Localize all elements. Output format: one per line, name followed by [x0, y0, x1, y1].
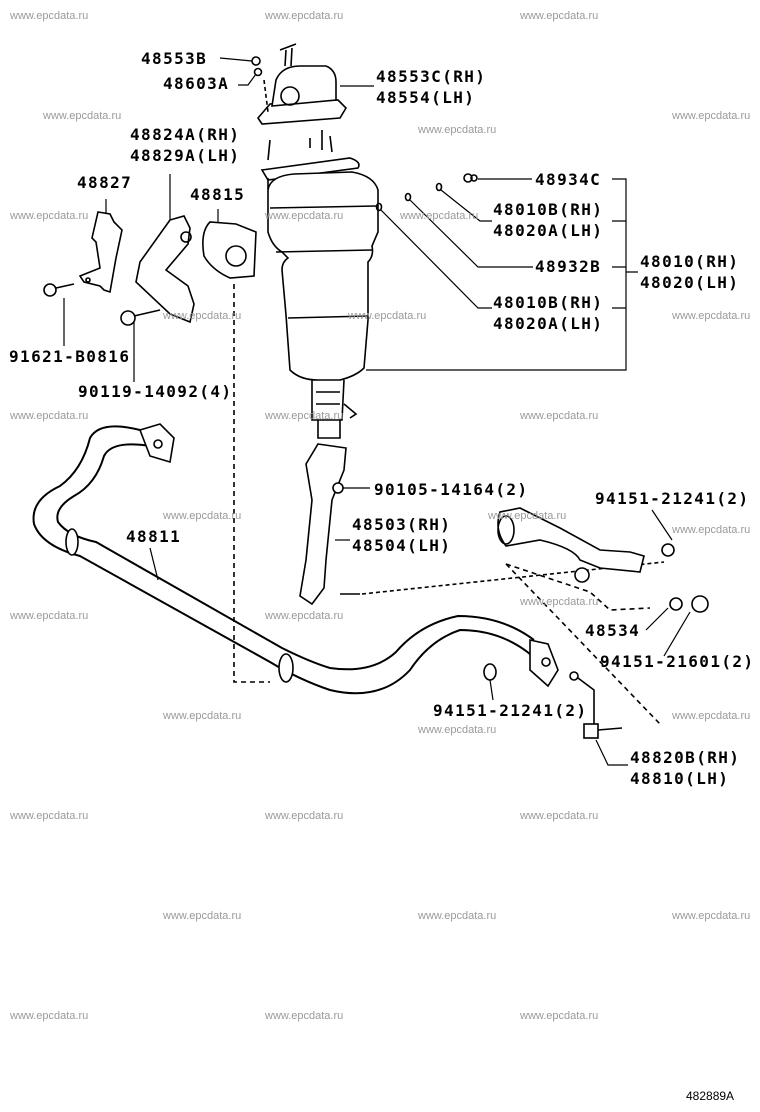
callout-48603A: 48603A: [163, 73, 229, 94]
leader-lines: [63, 57, 691, 766]
bracket-48827: [78, 211, 123, 294]
stabilizer-link-48820b: [569, 671, 623, 739]
callout-94151-21241-upper: 94151-21241(2): [595, 488, 749, 509]
part-number: 48934C: [535, 170, 602, 189]
part-number: 48820B(RH): [630, 748, 741, 767]
callout-48553C: 48553C(RH) 48554(LH): [376, 66, 486, 108]
part-number: 48553B: [141, 49, 208, 68]
callout-48503: 48503(RH) 48504(LH): [352, 514, 451, 556]
lower-arm: [483, 507, 709, 725]
part-number: 90105-14164(2): [374, 480, 529, 499]
callout-48811: 48811: [126, 526, 181, 547]
nuts-48553b-48603a: [251, 56, 269, 113]
callout-48010: 48010(RH) 48020(LH): [640, 251, 739, 293]
part-number: 94151-21241(2): [433, 701, 588, 720]
part-number: 94151-21241(2): [595, 489, 750, 508]
bracket-48824a: [135, 215, 195, 324]
callout-90105-14164: 90105-14164(2): [374, 479, 528, 500]
air-spring-shock-absorber: [260, 130, 379, 439]
callout-48827: 48827: [77, 172, 132, 193]
part-number: 48010(RH): [640, 252, 740, 271]
part-number: 48020A(LH): [493, 221, 604, 240]
callout-94151-21601: 94151-21601(2): [600, 651, 754, 672]
part-number: 48829A(LH): [130, 146, 241, 165]
part-number: 48010B(RH): [493, 293, 604, 312]
small-fittings: [375, 173, 478, 212]
part-number: 48810(LH): [630, 769, 730, 788]
callout-48932B: 48932B: [535, 256, 601, 277]
part-number: 48534: [585, 621, 641, 640]
part-number: 48553C(RH): [376, 67, 487, 86]
illustration-code: 482889A: [686, 1089, 735, 1103]
part-number: 48504(LH): [352, 536, 452, 555]
part-number: 48554(LH): [376, 88, 476, 107]
part-number: 48603A: [163, 74, 230, 93]
stabilizer-bar-48811: [32, 423, 559, 695]
part-number: 48815: [190, 185, 246, 204]
callout-48553B: 48553B: [141, 48, 207, 69]
callout-48824A: 48824A(RH) 48829A(LH): [130, 124, 240, 166]
callout-48815: 48815: [190, 184, 245, 205]
upper-support-mount: [256, 43, 348, 125]
part-number: 48503(RH): [352, 515, 452, 534]
part-number: 48827: [77, 173, 133, 192]
callout-48534: 48534: [585, 620, 640, 641]
callout-48010B-upper: 48010B(RH) 48020A(LH): [493, 199, 603, 241]
callout-48010B-lower: 48010B(RH) 48020A(LH): [493, 292, 603, 334]
bolts: [43, 283, 161, 326]
bushing-48815: [202, 221, 270, 683]
part-number: 48932B: [535, 257, 602, 276]
callout-94151-21241-lower: 94151-21241(2): [433, 700, 587, 721]
part-number: 90119-14092(4): [78, 382, 233, 401]
callout-90119-14092: 90119-14092(4): [78, 381, 232, 402]
part-number: 48020(LH): [640, 273, 740, 292]
callout-91621-B0816: 91621-B0816: [9, 346, 130, 367]
part-number: 91621-B0816: [9, 347, 131, 366]
callout-48934C: 48934C: [535, 169, 601, 190]
part-number: 94151-21601(2): [600, 652, 755, 671]
callout-48820B: 48820B(RH) 48810(LH): [630, 747, 740, 789]
part-number: 48020A(LH): [493, 314, 604, 333]
part-number: 48010B(RH): [493, 200, 604, 219]
part-number: 48824A(RH): [130, 125, 241, 144]
part-number: 48811: [126, 527, 182, 546]
